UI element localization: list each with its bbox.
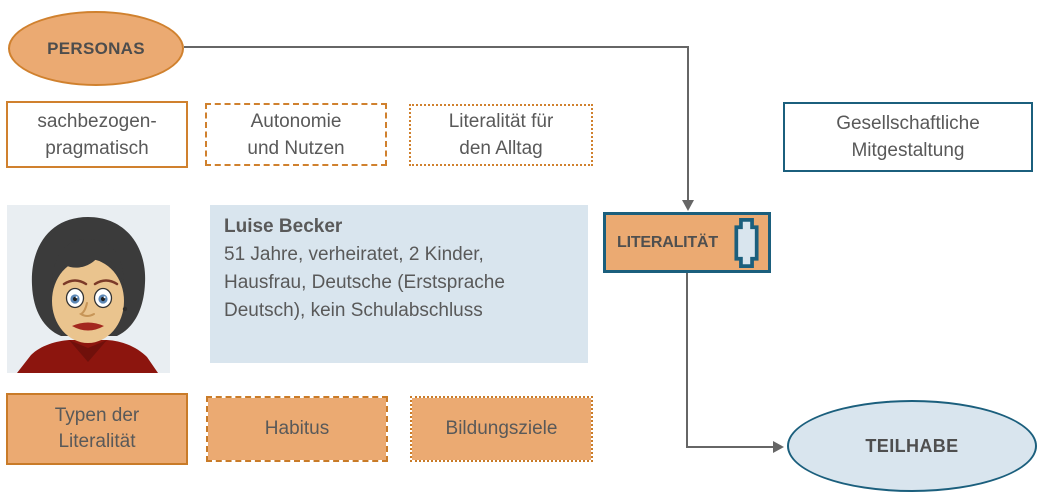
persona-detail-line: 51 Jahre, verheiratet, 2 Kinder, [224,244,484,265]
box-label-line: Literalität [58,431,136,452]
persona-detail-line: Hausfrau, Deutsche (Erstsprache [224,272,505,293]
box-sachbezogen-pragmatisch: sachbezogen- pragmatisch [6,101,188,168]
box-literalitaet-fuer-den-alltag: Literalität für den Alltag [409,104,593,166]
box-autonomie-und-nutzen: Autonomie und Nutzen [205,103,387,166]
box-bildungsziele: Bildungsziele [410,396,593,462]
box-label-line: pragmatisch [45,137,149,159]
box-label-line: Literalität für [448,111,554,132]
box-label-line: den Alltag [459,138,543,159]
literalitaet-node: LITERALITÄT [603,212,771,273]
box-label-line: und Nutzen [247,137,345,159]
box-label-line: Bildungsziele [445,418,558,439]
arrowhead-right-icon [773,441,784,453]
box-label-line: Mitgestaltung [851,140,965,161]
connector-literalitaet-to-teilhabe [686,273,784,453]
persona-name: Luise Becker [224,216,343,237]
persona-detail-line: Deutsch), kein Schulabschluss [224,300,483,321]
persona-info-card: Luise Becker 51 Jahre, verheiratet, 2 Ki… [210,205,588,363]
teilhabe-label: TEILHABE [865,435,959,456]
literacy-symbol-icon [734,217,759,268]
box-label-line: Habitus [264,418,330,439]
persona-avatar-illustration [7,205,170,373]
persona-avatar-image [7,205,170,373]
box-gesellschaftliche-mitgestaltung: Gesellschaftliche Mitgestaltung [783,102,1033,172]
arrowhead-down-icon [682,200,694,211]
box-typen-der-literalitaet: Typen der Literalität [6,393,188,465]
box-habitus: Habitus [206,396,388,462]
box-label-line: Typen der [54,405,140,426]
personas-label: PERSONAS [47,38,145,58]
teilhabe-node: TEILHABE [787,400,1037,492]
box-label-line: sachbezogen- [37,110,157,132]
personas-node: PERSONAS [8,11,184,86]
box-label-line: Gesellschaftliche [836,113,980,134]
box-label-line: Autonomie [250,110,342,132]
literalitaet-label: LITERALITÄT [617,233,718,251]
